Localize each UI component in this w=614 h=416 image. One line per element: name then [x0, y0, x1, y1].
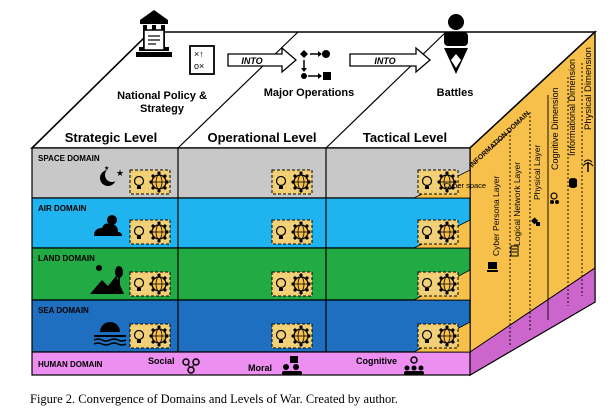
network-globe-icon — [291, 325, 311, 347]
lightbulb-icon — [275, 175, 287, 189]
physical-dimension-label: Physical Dimension — [583, 47, 594, 130]
svg-text:×↑: ×↑ — [194, 49, 204, 59]
lightbulb-icon — [421, 175, 433, 189]
lightbulb-icon — [275, 277, 287, 291]
cell-icon-box — [417, 169, 459, 195]
moon-stars-icon: ★ ★ — [100, 165, 124, 186]
cell-icon-box — [271, 271, 313, 297]
cloud-sun-icon — [94, 215, 122, 236]
strategic-level-label: Strategic Level — [65, 130, 158, 145]
cell-icon-box — [129, 271, 171, 297]
soldier-icon — [444, 14, 468, 74]
network-globe-icon — [149, 221, 169, 243]
moral-label: Moral — [248, 363, 272, 373]
cell-icon-box — [417, 219, 459, 245]
network-globe-icon — [149, 273, 169, 295]
svg-text:★: ★ — [116, 169, 124, 179]
cell-icon-box — [417, 323, 459, 349]
battles-label: Battles — [437, 87, 474, 99]
network-globe-icon — [437, 273, 457, 295]
into-arrow-2 — [349, 46, 431, 74]
network-globe-icon — [291, 171, 311, 193]
cell-icon-box — [271, 169, 313, 195]
lightbulb-icon — [133, 277, 145, 291]
cyber-space-label: Cyber space — [444, 181, 486, 190]
informational-dimension-label: Informational Dimension — [567, 59, 577, 156]
operations-flow-icon — [300, 50, 331, 80]
social-network-icon — [182, 358, 200, 374]
human-row — [31, 351, 471, 376]
landscape-icon — [90, 265, 124, 294]
policy-label-line1: National Policy & — [117, 90, 207, 102]
into-label-2: INTO — [374, 56, 395, 66]
cognitive-people-icon — [404, 356, 424, 375]
lightbulb-icon — [421, 277, 433, 291]
cognitive-dimension-label: Cognitive Dimension — [550, 87, 560, 170]
cell-icon-boxes: Cyber space — [129, 169, 486, 349]
social-label: Social — [148, 356, 175, 366]
brain-people-icon — [550, 192, 559, 204]
svg-text:★: ★ — [104, 165, 109, 172]
cell-icon-box — [417, 271, 459, 297]
moral-people-icon — [282, 356, 302, 375]
sea-domain-label: SEA DOMAIN — [38, 306, 89, 315]
network-globe-icon — [437, 171, 457, 193]
svg-text:o×: o× — [194, 61, 204, 71]
air-row — [31, 197, 471, 249]
antenna-icon — [582, 159, 594, 172]
network-globe-icon — [437, 325, 457, 347]
cognitive-label: Cognitive — [356, 356, 397, 366]
into-label-1: INTO — [241, 56, 262, 66]
cell-icon-box — [129, 169, 171, 195]
database-icon — [569, 178, 577, 188]
operational-level-label: Operational Level — [207, 130, 316, 145]
network-globe-icon — [291, 221, 311, 243]
cell-icon-box — [129, 323, 171, 349]
cell-icon-box — [271, 323, 313, 349]
government-building-icon — [136, 10, 172, 57]
network-globe-icon — [437, 221, 457, 243]
lightbulb-icon — [133, 329, 145, 343]
lightbulb-icon — [275, 225, 287, 239]
human-domain-label: HUMAN DOMAIN — [38, 360, 103, 369]
laptop-icon — [487, 262, 498, 272]
air-domain-label: AIR DOMAIN — [38, 204, 87, 213]
network-globe-icon — [149, 325, 169, 347]
space-domain-label: SPACE DOMAIN — [38, 154, 100, 163]
operations-label: Major Operations — [264, 87, 354, 99]
lightbulb-icon — [275, 329, 287, 343]
land-domain-label: LAND DOMAIN — [38, 254, 95, 263]
sunset-sea-icon — [93, 322, 127, 346]
network-globe-icon — [291, 273, 311, 295]
network-globe-icon — [149, 171, 169, 193]
into-arrow-1 — [227, 46, 297, 74]
lightbulb-icon — [421, 225, 433, 239]
land-row — [31, 247, 471, 301]
lightbulb-icon — [133, 225, 145, 239]
physical-layer-label: Physical Layer — [532, 145, 542, 200]
lightbulb-icon — [133, 175, 145, 189]
logical-network-layer-label: Logical Network Layer — [512, 162, 522, 246]
strategy-board-icon: ×↑ o× — [189, 45, 215, 75]
figure-caption: Figure 2. Convergence of Domains and Lev… — [30, 392, 398, 406]
policy-label-line2: Strategy — [140, 103, 185, 115]
tactical-level-label: Tactical Level — [363, 130, 447, 145]
sea-row — [31, 299, 471, 353]
cell-icon-box — [129, 219, 171, 245]
cyber-persona-layer-label: Cyber Persona Layer — [491, 176, 501, 256]
cell-icon-box — [271, 219, 313, 245]
server-icon — [510, 245, 519, 257]
lightbulb-icon — [421, 329, 433, 343]
